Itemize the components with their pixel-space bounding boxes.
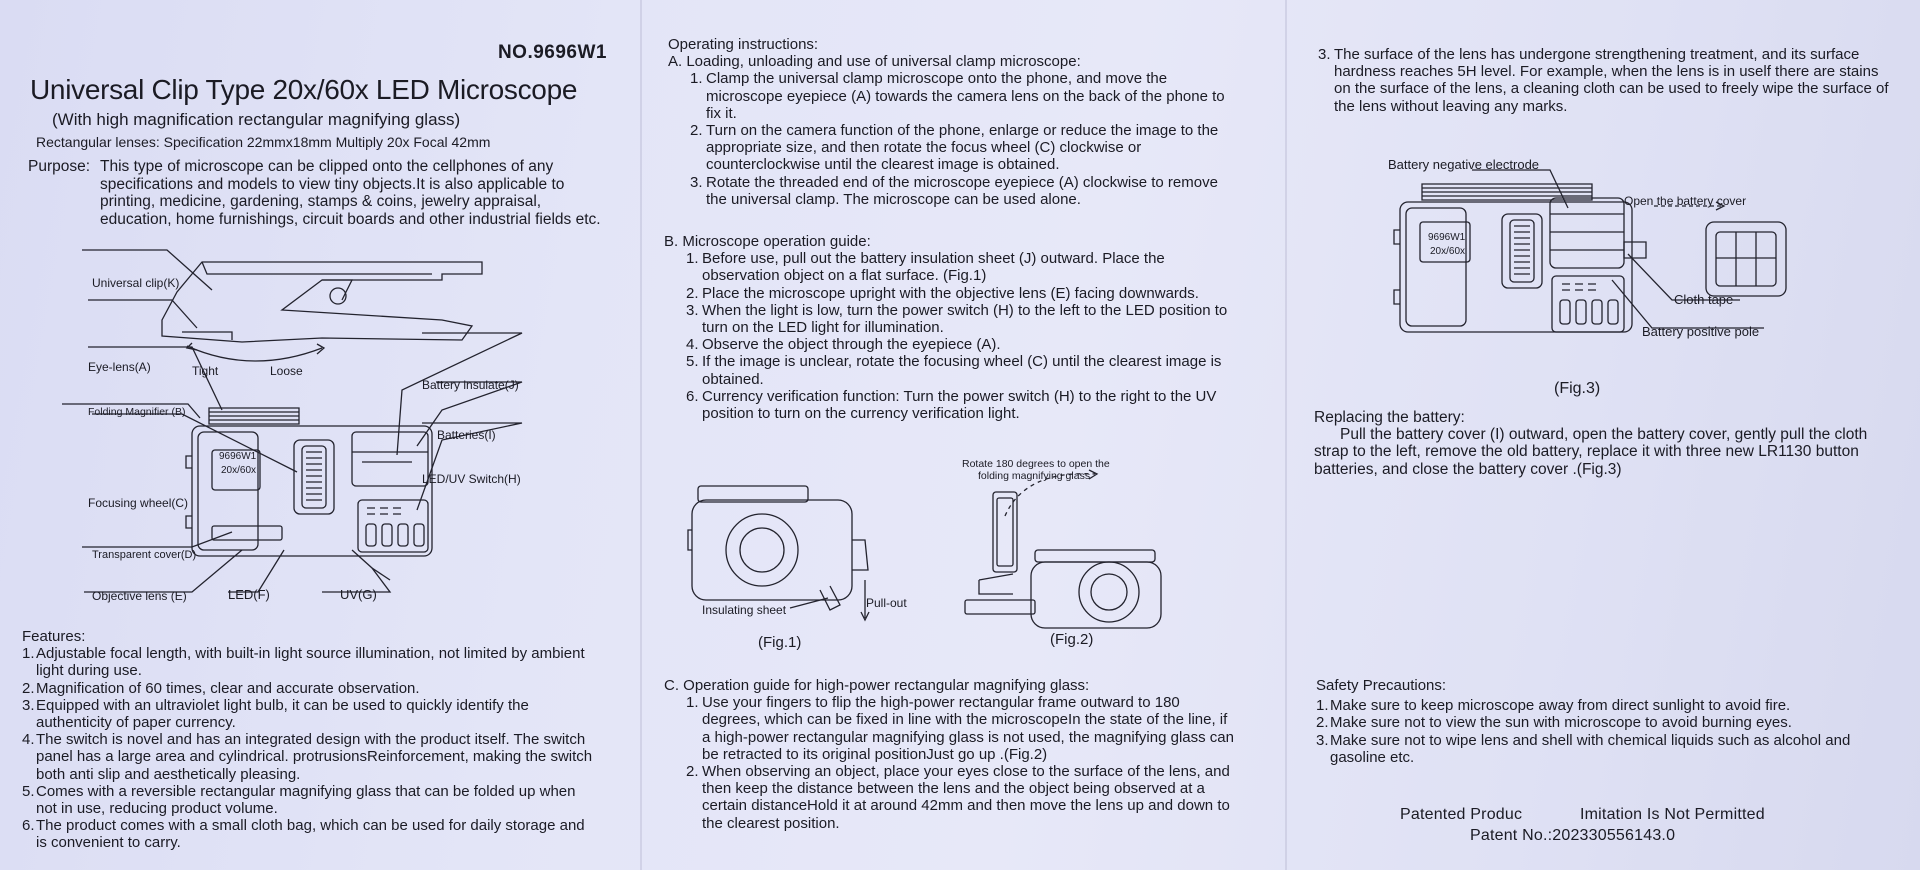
list-item: 2.Magnification of 60 times, clear and a… xyxy=(22,679,420,697)
fig2-caption: (Fig.2) xyxy=(1050,631,1094,648)
operating-instructions: Operating instructions: A. Loading, unlo… xyxy=(668,36,1238,208)
label-folding-magnifier: Folding Magnifier (B) xyxy=(88,406,186,418)
label-objective-lens: Objective lens (E) xyxy=(92,589,187,603)
list-item: 3.The surface of the lens has undergone … xyxy=(1318,46,1889,115)
fig2-drawing xyxy=(965,470,1195,640)
section-a-heading: A. Loading, unloading and use of univers… xyxy=(668,53,1081,71)
label-universal-clip: Universal clip(K) xyxy=(92,276,180,290)
list-item: 5.Comes with a reversible rectangular ma… xyxy=(22,782,576,818)
list-item: 2.Place the microscope upright with the … xyxy=(686,284,1199,302)
list-item: 6.The product comes with a small cloth b… xyxy=(22,817,585,852)
fig2-note-1: Rotate 180 degrees to open the xyxy=(962,458,1110,470)
list-item: 1.Before use, pull out the battery insul… xyxy=(686,250,1165,285)
fig3-drawing xyxy=(1392,150,1892,370)
replace-text: Pull the battery cover (I) outward, open… xyxy=(1314,426,1868,478)
label-uv: UV(G) xyxy=(340,587,377,602)
fig3-device-model: 9696W1 xyxy=(1428,232,1466,243)
product-subtitle: (With high magnification rectangular mag… xyxy=(52,110,461,129)
section-c-heading: C. Operation guide for high-power rectan… xyxy=(664,677,1090,694)
section-c-list: 1.Use your fingers to flip the high-powe… xyxy=(686,694,1238,832)
features-list: 1.Adjustable focal length, with built-in… xyxy=(22,645,597,851)
column-right: 3.The surface of the lens has undergone … xyxy=(1312,0,1902,870)
fig3-device-mag: 20x/60x xyxy=(1430,246,1466,257)
list-item: 1.Adjustable focal length, with built-in… xyxy=(22,645,585,680)
list-item: 4.The switch is novel and has an integra… xyxy=(22,731,593,783)
fig3-battery-positive: Battery positive pole xyxy=(1642,324,1760,339)
section-b: B. Microscope operation guide: 1.Before … xyxy=(664,233,1238,422)
fig1-drawing xyxy=(690,480,920,630)
fig2-note-2: folding magnifying glass xyxy=(978,470,1091,482)
safety-list: 1.Make sure to keep microscope away from… xyxy=(1316,697,1900,766)
list-item: 3.Equipped with an ultraviolet light bul… xyxy=(22,696,529,732)
label-led: LED(F) xyxy=(228,587,270,602)
product-title: Universal Clip Type 20x/60x LED Microsco… xyxy=(30,74,578,105)
device-model-label: 9696W1 xyxy=(219,451,257,462)
list-item: 2.Make sure not to view the sun with mic… xyxy=(1316,714,1792,732)
list-item: 2.Turn on the camera function of the pho… xyxy=(690,122,1219,174)
label-loose: Loose xyxy=(270,364,303,378)
lens-spec: Rectangular lenses: Specification 22mmx1… xyxy=(36,134,491,150)
list-item: 1.Clamp the universal clamp microscope o… xyxy=(690,70,1225,122)
purpose-text: This type of microscope can be clipped o… xyxy=(100,158,601,228)
label-led-uv-switch: LED/UV Switch(H) xyxy=(422,472,521,486)
column-middle: Operating instructions: A. Loading, unlo… xyxy=(660,0,1240,870)
fig1-pullout-label: Pull-out xyxy=(866,596,907,610)
column-left: NO.9696W1 Universal Clip Type 20x/60x LE… xyxy=(22,0,607,870)
safety-precautions: Safety Precautions: 1.Make sure to keep … xyxy=(1316,677,1900,766)
safety-heading: Safety Precautions: xyxy=(1316,677,1447,694)
clip-diagram xyxy=(22,250,607,610)
features-section: Features: 1.Adjustable focal length, wit… xyxy=(22,628,597,852)
list-item: 2.When observing an object, place your e… xyxy=(686,763,1230,832)
section-b-list: 1.Before use, pull out the battery insul… xyxy=(686,250,1238,422)
label-battery-insulate: Battery insulate(J) xyxy=(422,378,519,392)
list-item: 3.Make sure not to wipe lens and shell w… xyxy=(1316,731,1851,766)
label-batteries: Batteries(I) xyxy=(437,428,496,442)
operating-heading: Operating instructions: xyxy=(668,36,819,53)
list-item: 4.Observe the object through the eyepiec… xyxy=(686,336,1001,354)
model-number: NO.9696W1 xyxy=(497,42,607,63)
fig1-caption: (Fig.1) xyxy=(758,634,802,651)
purpose-paragraph: Purpose: This type of microscope can be … xyxy=(28,158,603,228)
fig3-open-cover: Open the battery cover xyxy=(1624,194,1747,208)
replacing-battery: Replacing the battery: Pull the battery … xyxy=(1314,409,1900,478)
section-c: C. Operation guide for high-power rectan… xyxy=(664,677,1238,832)
item3-list: 3.The surface of the lens has undergone … xyxy=(1318,46,1898,115)
label-focusing-wheel: Focusing wheel(C) xyxy=(88,496,189,510)
list-item: 1.Use your fingers to flip the high-powe… xyxy=(686,694,1234,763)
list-item: 3.Rotate the threaded end of the microsc… xyxy=(690,173,1218,208)
list-item: 5.If the image is unclear, rotate the fo… xyxy=(686,353,1222,388)
fig3-cloth-tape: Cloth tape xyxy=(1674,292,1734,307)
patented-product: Patented Produc xyxy=(1400,806,1523,823)
replace-heading: Replacing the battery: xyxy=(1314,409,1465,426)
fig1-insulating-label: Insulating sheet xyxy=(702,603,787,617)
list-item: 1.Make sure to keep microscope away from… xyxy=(1316,697,1791,715)
section-a-list: 1.Clamp the universal clamp microscope o… xyxy=(690,70,1238,208)
fig3-battery-negative: Battery negative electrode xyxy=(1388,157,1540,172)
lens-hardness-item: 3.The surface of the lens has undergone … xyxy=(1318,46,1898,115)
label-transparent-cover: Transparent cover(D) xyxy=(92,549,197,561)
imitation-notice: Imitation Is Not Permitted xyxy=(1580,806,1765,823)
fold-line-2 xyxy=(1285,0,1287,870)
list-item: 6.Currency verification function: Turn t… xyxy=(686,387,1217,423)
device-mag-label: 20x/60x xyxy=(221,465,257,476)
fig3-caption: (Fig.3) xyxy=(1554,380,1601,397)
features-heading: Features: xyxy=(22,628,86,645)
label-tight: Tight xyxy=(192,364,219,378)
purpose-label: Purpose: xyxy=(28,158,91,175)
fold-line-1 xyxy=(640,0,642,870)
list-item: 3.When the light is low, turn the power … xyxy=(686,301,1228,337)
label-eye-lens: Eye-lens(A) xyxy=(88,360,151,374)
section-b-heading: B. Microscope operation guide: xyxy=(664,233,871,250)
patent-number: Patent No.:202330556143.0 xyxy=(1470,827,1676,844)
